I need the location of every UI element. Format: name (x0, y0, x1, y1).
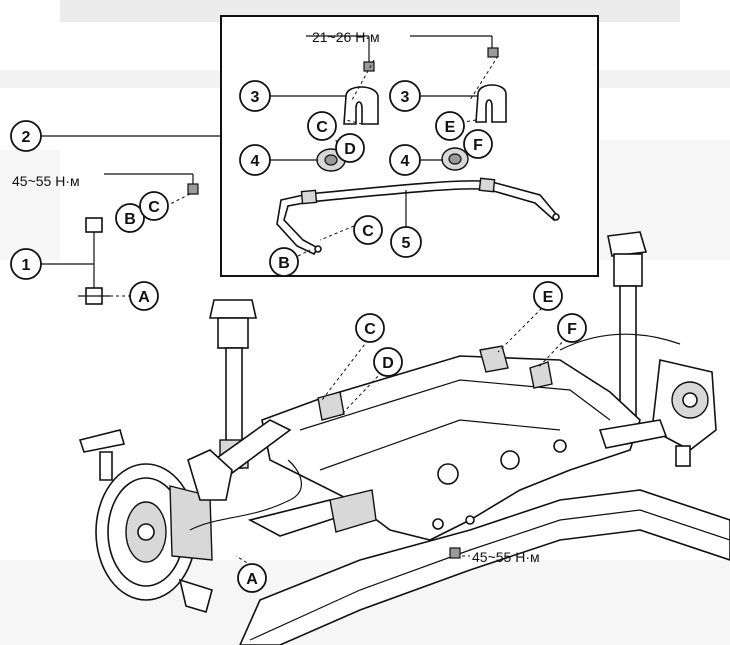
bracket-right (475, 47, 507, 123)
callout-B-bar: B (269, 247, 299, 277)
svg-text:4: 4 (401, 153, 410, 170)
svg-text:D: D (344, 141, 356, 158)
callout-A-axle: A (237, 563, 267, 593)
svg-text:3: 3 (251, 89, 260, 106)
callout-E-bracket: E (435, 111, 465, 141)
svg-text:C: C (364, 321, 376, 338)
callout-C-link: C (139, 191, 169, 221)
svg-text:1: 1 (22, 257, 31, 274)
svg-text:3: 3 (401, 89, 410, 106)
callout-2: 2 (10, 120, 42, 152)
svg-text:F: F (567, 321, 577, 338)
callout-F-bushing: F (463, 129, 493, 159)
callout-3-left: 3 (239, 80, 271, 112)
svg-text:C: C (316, 119, 328, 136)
callout-F-frame: F (557, 313, 587, 343)
svg-text:2: 2 (22, 129, 31, 146)
rear-suspension-assembly (78, 231, 730, 645)
callout-5: 5 (390, 226, 422, 258)
callout-E-frame: E (533, 281, 563, 311)
callout-C-bracket: C (307, 111, 337, 141)
callout-3-right: 3 (389, 80, 421, 112)
svg-text:F: F (473, 137, 483, 154)
callout-A-link: A (129, 281, 159, 311)
svg-text:B: B (124, 211, 136, 228)
svg-text:E: E (543, 289, 554, 306)
svg-text:E: E (445, 119, 456, 136)
svg-text:C: C (362, 223, 374, 240)
svg-text:D: D (382, 355, 394, 372)
callout-4-right: 4 (389, 144, 421, 176)
callout-B-link: B (115, 203, 145, 233)
bushing-right (441, 147, 469, 171)
callout-1: 1 (10, 248, 42, 280)
callout-D-bushing: D (335, 133, 365, 163)
callout-D-frame: D (373, 347, 403, 377)
callout-4-left: 4 (239, 144, 271, 176)
svg-text:A: A (138, 289, 150, 306)
svg-text:C: C (148, 199, 160, 216)
torque-label-link-upper: 45~55 Н·м (12, 173, 80, 189)
torque-label-bracket: 21~26 Н·м (312, 29, 380, 45)
stabilizer-link (78, 183, 199, 305)
svg-text:5: 5 (402, 235, 411, 252)
svg-text:A: A (246, 571, 258, 588)
torque-label-link-lower: 45~55 Н·м (472, 549, 540, 565)
leader-lines (40, 35, 567, 573)
callout-C-bar: C (353, 215, 383, 245)
callout-C-frame: C (355, 313, 385, 343)
svg-text:4: 4 (251, 153, 260, 170)
stabilizer-bar (276, 177, 560, 256)
svg-text:B: B (278, 255, 290, 272)
